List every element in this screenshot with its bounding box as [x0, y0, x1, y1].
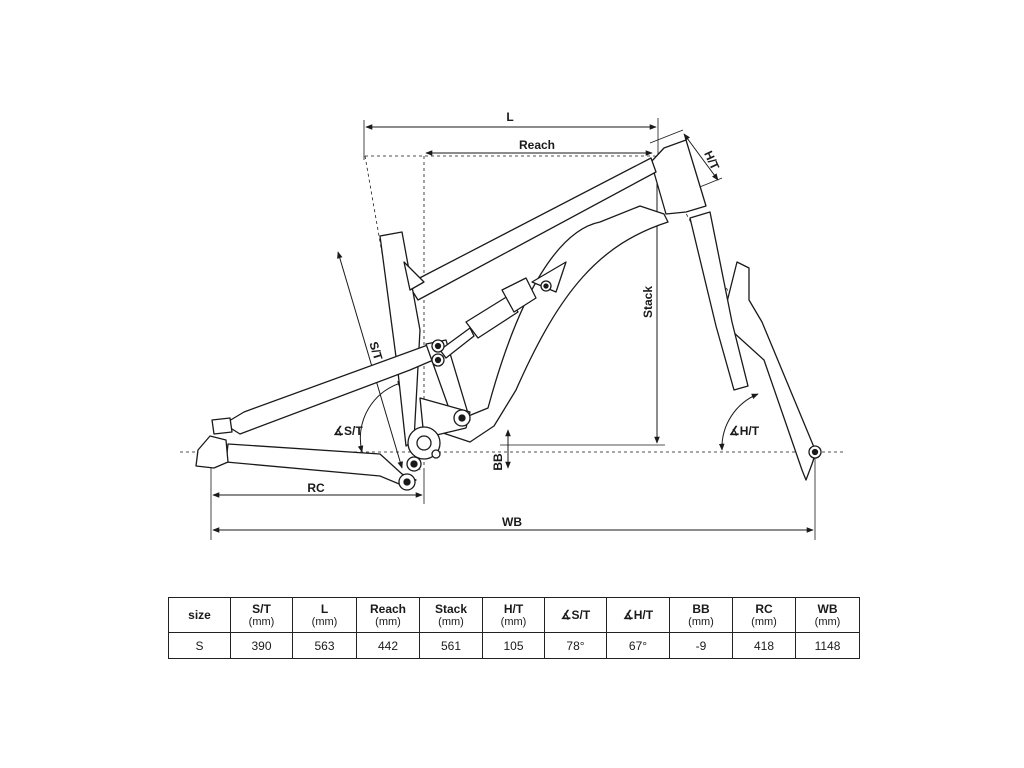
chain-stay — [225, 443, 417, 487]
fork-upper — [689, 211, 749, 391]
header-cell: ∡S/T — [544, 597, 607, 633]
table-cell: -9 — [669, 632, 733, 659]
reach-label: Reach — [519, 138, 555, 152]
table-cell: 67° — [606, 632, 670, 659]
table-cell: 442 — [356, 632, 420, 659]
rear-dropout — [195, 435, 229, 469]
header-cell: RC(mm) — [732, 597, 796, 633]
ht-label: H/T — [701, 149, 722, 173]
rear-shock-body — [465, 295, 519, 339]
stack-label: Stack — [641, 286, 655, 318]
table-cell: 78° — [544, 632, 607, 659]
table-cell: 1148 — [795, 632, 860, 659]
bike-frame — [195, 139, 822, 491]
table-cell: 418 — [732, 632, 796, 659]
table-cell: 105 — [482, 632, 545, 659]
ht-dimension-line — [683, 133, 719, 181]
lower-link — [419, 397, 471, 439]
ht-angle-label: ∡H/T — [729, 424, 760, 438]
table-cell: 390 — [230, 632, 293, 659]
st-angle-label: ∡S/T — [333, 424, 363, 438]
ht-angle-arc — [718, 393, 759, 451]
wb-label: WB — [502, 515, 522, 529]
bb-label: BB — [491, 453, 505, 471]
header-cell: H/T(mm) — [482, 597, 545, 633]
header-cell: BB(mm) — [669, 597, 733, 633]
st-angle-arc — [357, 380, 405, 453]
header-cell: size — [168, 597, 231, 633]
table-cell: 561 — [419, 632, 483, 659]
bike-geometry-diagram: L Reach Stack H/T S/T ∡S/T ∡H/T BB RC WB — [180, 110, 845, 540]
l-label: L — [506, 110, 513, 124]
head-tube — [650, 139, 707, 215]
rear-shock-reservoir — [501, 277, 537, 313]
rc-label: RC — [307, 481, 325, 495]
header-cell: Reach(mm) — [356, 597, 420, 633]
top-tube — [407, 157, 657, 301]
brake-mount — [211, 417, 233, 435]
table-row: S 390 563 442 561 105 78° 67° -9 418 114… — [168, 632, 860, 659]
geometry-table: size S/T(mm) L(mm) Reach(mm) Stack(mm) H… — [168, 597, 860, 659]
header-cell: WB(mm) — [795, 597, 860, 633]
down-tube — [433, 205, 669, 443]
rear-shock-shaft — [439, 327, 475, 359]
header-cell: L(mm) — [292, 597, 357, 633]
dimension-arrows — [212, 124, 814, 533]
table-header-row: size S/T(mm) L(mm) Reach(mm) Stack(mm) H… — [168, 597, 860, 633]
table-cell: S — [168, 632, 231, 659]
seat-gusset — [403, 261, 425, 291]
header-cell: ∡H/T — [606, 597, 670, 633]
header-cell: Stack(mm) — [419, 597, 483, 633]
header-cell: S/T(mm) — [230, 597, 293, 633]
extension-lines — [210, 118, 816, 540]
st-label: S/T — [366, 340, 385, 363]
table-cell: 563 — [292, 632, 357, 659]
